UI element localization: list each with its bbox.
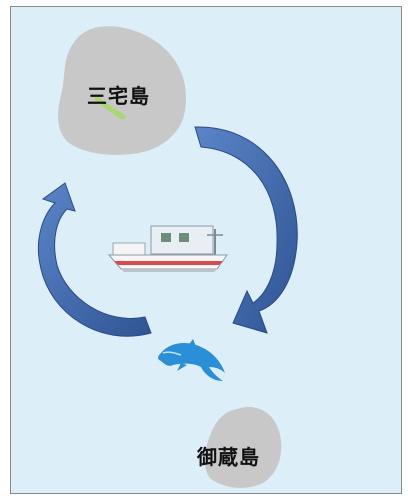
island-label-mikura: 御蔵島	[197, 445, 260, 469]
island-mikura	[204, 407, 282, 488]
island-miyake	[58, 26, 187, 155]
circular-arrow-left	[37, 182, 152, 337]
circular-arrow-right	[194, 126, 298, 334]
map-panel: 三宅島 御蔵島	[10, 6, 402, 494]
island-miyake-trail	[94, 96, 126, 120]
fishing-boat-icon	[107, 225, 228, 272]
dolphin-icon	[158, 339, 225, 381]
island-label-miyake: 三宅島	[87, 84, 150, 108]
map-canvas	[37, 26, 298, 488]
